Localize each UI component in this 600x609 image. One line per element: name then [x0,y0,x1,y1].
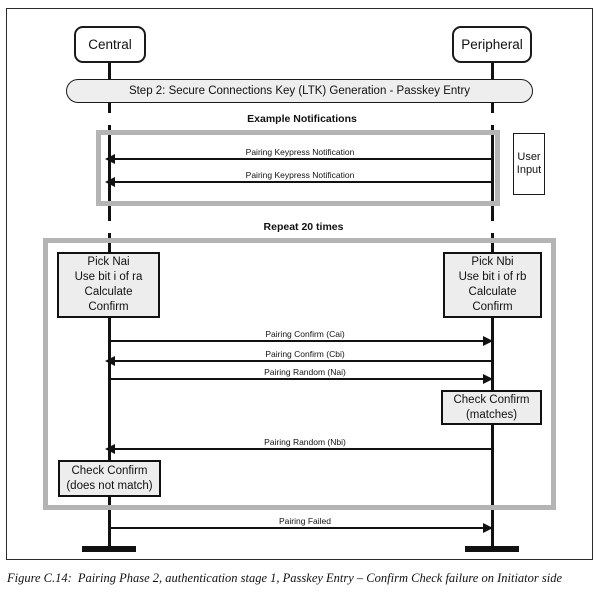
action-check-nomatch-line-1: Check Confirm [71,464,148,477]
action-pick-nbi-line-3: Calculate [468,286,517,298]
message-line-pairing-random-nai [110,378,484,380]
message-line-keypress-2 [114,181,493,183]
action-box-pick-nai: Pick Nai Use bit i of ra Calculate Confi… [57,252,160,318]
message-label-pairing-confirm-cbi: Pairing Confirm (Cbi) [265,349,345,359]
actor-central[interactable]: Central [74,26,146,63]
action-pick-nai-line-2: Use bit i of ra [74,271,143,283]
actor-central-label: Central [88,37,132,52]
message-line-pairing-confirm-cbi [114,360,493,362]
action-box-pick-nbi: Pick Nbi Use bit i of rb Calculate Confi… [443,252,542,318]
action-check-nomatch-line-2: (does not match) [66,479,153,492]
group-title-notifications: Example Notifications [96,113,508,125]
action-check-matches-line-2: (matches) [465,408,518,421]
figure-caption-text: Pairing Phase 2, authentication stage 1,… [77,571,563,585]
step-banner: Step 2: Secure Connections Key (LTK) Gen… [66,79,533,103]
arrowhead-left-icon [105,444,115,454]
figure-caption-label: Figure C.14: [7,571,72,585]
action-box-check-confirm-no-match: Check Confirm (does not match) [58,460,161,497]
message-label-pairing-failed: Pairing Failed [279,516,331,526]
user-input-box: User Input [513,133,545,195]
action-pick-nbi-line-1: Pick Nbi [471,256,514,268]
message-label-keypress-1: Pairing Keypress Notification [245,147,355,157]
step-banner-label: Step 2: Secure Connections Key (LTK) Gen… [128,85,471,97]
actor-peripheral-label: Peripheral [461,37,523,52]
arrowhead-right-icon [483,374,493,384]
group-frame-notifications [96,130,500,206]
arrowhead-left-icon [105,177,115,187]
arrowhead-left-icon [105,154,115,164]
message-line-pairing-confirm-cai [110,340,484,342]
message-label-keypress-2: Pairing Keypress Notification [245,170,355,180]
actor-peripheral[interactable]: Peripheral [452,26,532,63]
terminator-peripheral [465,546,519,552]
message-label-pairing-random-nai: Pairing Random (Nai) [264,367,346,377]
message-line-keypress-1 [114,158,493,160]
action-pick-nbi-line-4: Confirm [472,301,513,313]
message-label-pairing-confirm-cai: Pairing Confirm (Cai) [265,329,345,339]
user-input-line-2: Input [516,164,542,176]
group-frame-repeat [43,238,556,510]
group-title-repeat: Repeat 20 times [43,221,564,233]
terminator-central [82,546,136,552]
action-box-check-confirm-matches: Check Confirm (matches) [441,390,542,425]
action-check-matches-line-1: Check Confirm [453,393,530,406]
action-pick-nbi-line-2: Use bit i of rb [458,271,527,283]
arrowhead-left-icon [105,356,115,366]
action-pick-nai-line-3: Calculate [84,286,133,298]
arrowhead-right-icon [483,523,493,533]
figure-caption: Figure C.14: Pairing Phase 2, authenticat… [7,570,587,586]
arrowhead-right-icon [483,336,493,346]
message-label-pairing-random-nbi: Pairing Random (Nbi) [264,437,346,447]
action-pick-nai-line-1: Pick Nai [87,256,130,268]
message-line-pairing-failed [110,527,484,529]
message-line-pairing-random-nbi [114,448,493,450]
action-pick-nai-line-4: Confirm [88,301,129,313]
user-input-line-1: User [517,151,541,163]
